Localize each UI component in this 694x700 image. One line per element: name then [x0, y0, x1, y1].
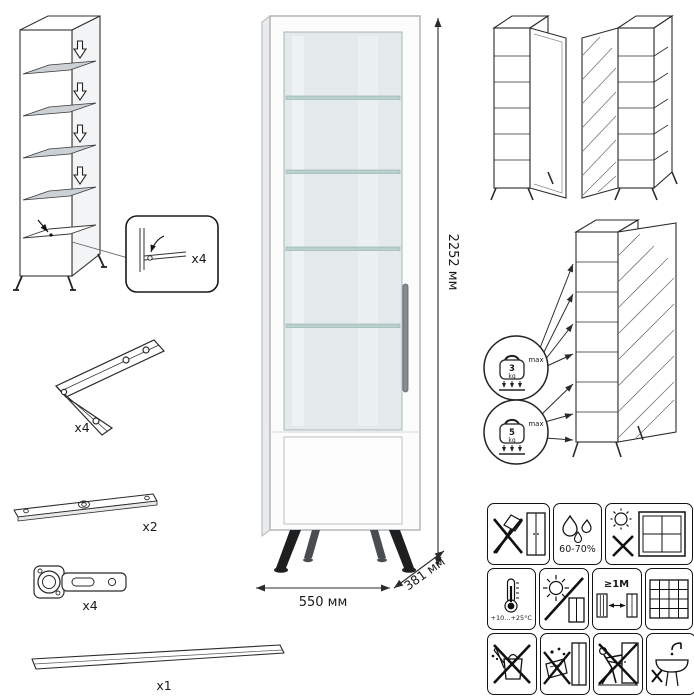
height-dimension-label: 2252 мм [445, 234, 460, 291]
pictogram-temperature-range: +10...+25°C [487, 568, 536, 630]
rail-qty-label: x2 [142, 519, 157, 534]
temperature-range-label: +10...+25°C [490, 613, 532, 622]
glass-shelves [285, 95, 401, 328]
pictogram-no-pushing [593, 633, 643, 695]
pictogram-no-watering [487, 633, 537, 695]
pictogram-row-1: 60-70% [487, 503, 693, 565]
cabinet-legs [274, 530, 416, 573]
door-orientation-diagrams [490, 14, 678, 201]
pictogram-humidity: 60-70% [553, 503, 602, 565]
depth-dimension [393, 550, 445, 589]
sun-icon [610, 508, 632, 530]
hinge-part: x4 [33, 565, 127, 613]
width-dimension [256, 584, 390, 592]
pictogram-row-2: +10...+25°C ≥1M [487, 568, 693, 630]
keep-away-from-sun-icon [542, 575, 585, 623]
rail-part: x2 [13, 493, 158, 534]
leg-bracket-drawing [55, 339, 165, 436]
upper-weight-value: 3 [509, 364, 515, 374]
min-distance-from-heat-icon [595, 592, 638, 618]
care-pictogram-grid: 60-70% [487, 503, 694, 695]
no-pushing-icon [598, 642, 639, 686]
leg-qty-label: x4 [74, 420, 89, 435]
cabinet-right-variant [581, 14, 678, 201]
open-cabinet [572, 219, 677, 458]
pin-position-arrow [37, 219, 53, 237]
pictogram-no-direct-sunlight [605, 503, 693, 565]
door-hatching [581, 36, 617, 197]
weight-icon [504, 354, 520, 361]
shelf-pin-qty-label: x4 [191, 251, 206, 266]
glass-reflection-2 [358, 36, 378, 426]
callout-connector [71, 241, 129, 259]
wall-lattice-icon [649, 579, 689, 619]
handle-part: x1 [31, 644, 285, 693]
lower-max-label: max [528, 420, 543, 428]
cabinet-left-variant [490, 14, 567, 201]
leg-bracket-part: x4 [55, 339, 165, 436]
handle-qty-label: x1 [156, 678, 171, 693]
min-distance-label: ≥1M [603, 578, 630, 590]
humidity-range-label: 60-70% [559, 543, 596, 555]
upper-weight-unit: kg [508, 373, 515, 380]
hinge-drawing [33, 565, 127, 599]
load-limit-lower: 5 kg max [483, 399, 549, 465]
door-hatching [617, 233, 675, 439]
bottom-door [283, 436, 403, 525]
no-direct-sunlight-icon [610, 508, 686, 557]
shelf-pin-detail [139, 228, 187, 272]
pictogram-wall-lattice [644, 568, 693, 630]
load-arrows [499, 381, 525, 391]
pictogram-no-sink [646, 633, 694, 695]
cabinet-side-edge [261, 15, 271, 537]
no-watering-icon [491, 644, 531, 684]
no-sink-icon [651, 642, 689, 687]
lower-weight-unit: kg [508, 437, 515, 444]
shelf-pin-callout [125, 215, 219, 293]
bottom-shelf [22, 224, 97, 239]
hinge-qty-label: x4 [82, 598, 97, 613]
insert-direction-arrows [72, 40, 88, 185]
pictogram-keep-from-sun [538, 568, 589, 630]
exploded-cabinet-diagram: x4 [13, 15, 219, 293]
lower-weight-value: 5 [509, 428, 515, 438]
width-dimension-label: 550 мм [299, 595, 348, 610]
pictogram-row-3 [487, 633, 694, 695]
pictogram-no-wet-cleaning [540, 633, 590, 695]
humidity-icon [561, 514, 592, 543]
pictogram-no-sharp-tools [487, 503, 550, 565]
main-cabinet-drawing: 2252 мм 550 мм 381 мм [256, 15, 460, 610]
door-handle [402, 283, 409, 393]
sun-icon [542, 575, 569, 601]
loose-shelves [22, 60, 97, 201]
handle-drawing [31, 644, 285, 670]
temperature-range-icon [504, 578, 520, 613]
weight-icon [504, 418, 520, 425]
no-sharp-tools-icon [492, 512, 546, 556]
glass-reflection [292, 36, 304, 426]
no-wet-cleaning-icon [543, 642, 587, 686]
cabinet-legs [13, 253, 107, 291]
pictogram-min-distance-heat: ≥1M [591, 568, 642, 630]
load-arrows [499, 445, 525, 455]
height-dimension [434, 18, 442, 566]
load-limit-upper: 3 kg max [483, 335, 549, 401]
rail-drawing [13, 493, 158, 522]
shelf-pointer-arrows [539, 263, 574, 443]
shelf-load-diagram: 3 kg max 5 kg max [483, 219, 677, 465]
upper-max-label: max [528, 356, 543, 364]
